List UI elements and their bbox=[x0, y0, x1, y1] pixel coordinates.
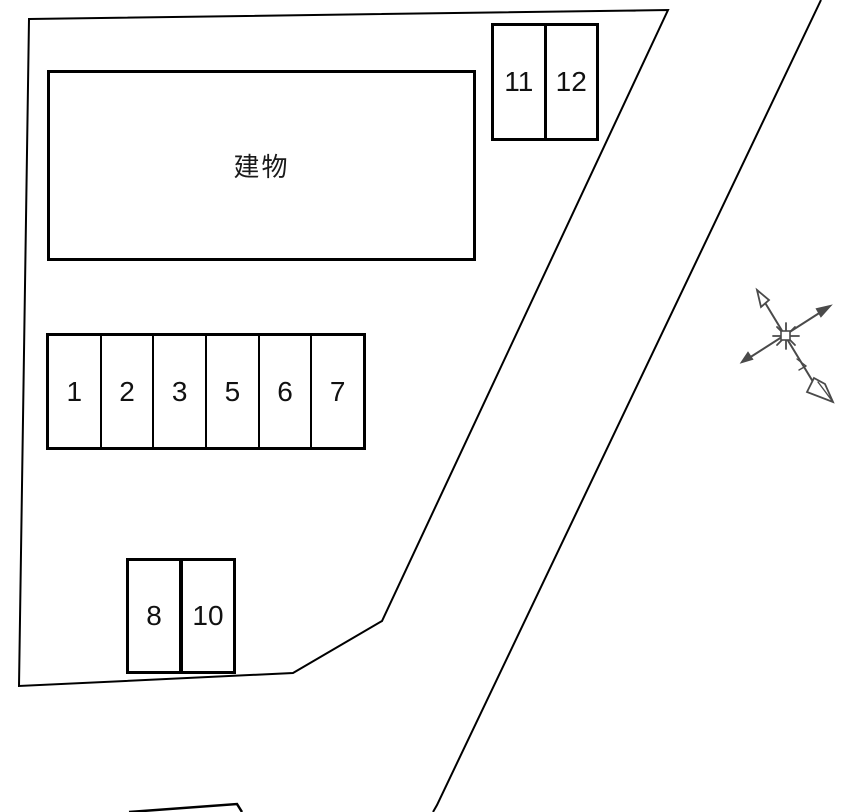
stall-number: 8 bbox=[146, 600, 162, 631]
building-label: 建物 bbox=[233, 152, 290, 182]
parking-row-main: 1 2 3 5 6 7 bbox=[46, 333, 366, 450]
partial-structure-line bbox=[128, 802, 244, 812]
stall-number: 3 bbox=[171, 375, 188, 407]
stall-number: 7 bbox=[329, 375, 346, 407]
site-boundary-line bbox=[17, 8, 670, 688]
parking-stall-3: 3 bbox=[154, 336, 208, 447]
parking-stall-10: 10 bbox=[183, 561, 233, 671]
stall-number: 6 bbox=[277, 375, 293, 407]
parking-row-lower: 8 10 bbox=[126, 558, 236, 674]
stall-number: 5 bbox=[224, 375, 241, 407]
road-edge-line bbox=[432, 0, 822, 812]
parking-stall-12: 12 bbox=[547, 26, 597, 138]
parking-stall-6: 6 bbox=[260, 336, 313, 447]
parking-row-upper: 11 12 bbox=[491, 23, 599, 141]
stall-number: 10 bbox=[192, 600, 224, 631]
parking-stall-2: 2 bbox=[102, 336, 155, 447]
parking-stall-5: 5 bbox=[207, 336, 260, 447]
parking-stall-8: 8 bbox=[129, 561, 183, 671]
building-outline: 建物 bbox=[47, 70, 476, 261]
stall-number: 11 bbox=[504, 66, 534, 97]
stall-number: 1 bbox=[66, 375, 83, 407]
parking-stall-1: 1 bbox=[49, 336, 102, 447]
compass-rose-icon bbox=[739, 287, 835, 404]
parking-stall-11: 11 bbox=[494, 26, 547, 138]
parking-stall-7: 7 bbox=[312, 336, 363, 447]
stall-number: 12 bbox=[555, 66, 587, 97]
stall-number: 2 bbox=[119, 375, 135, 407]
